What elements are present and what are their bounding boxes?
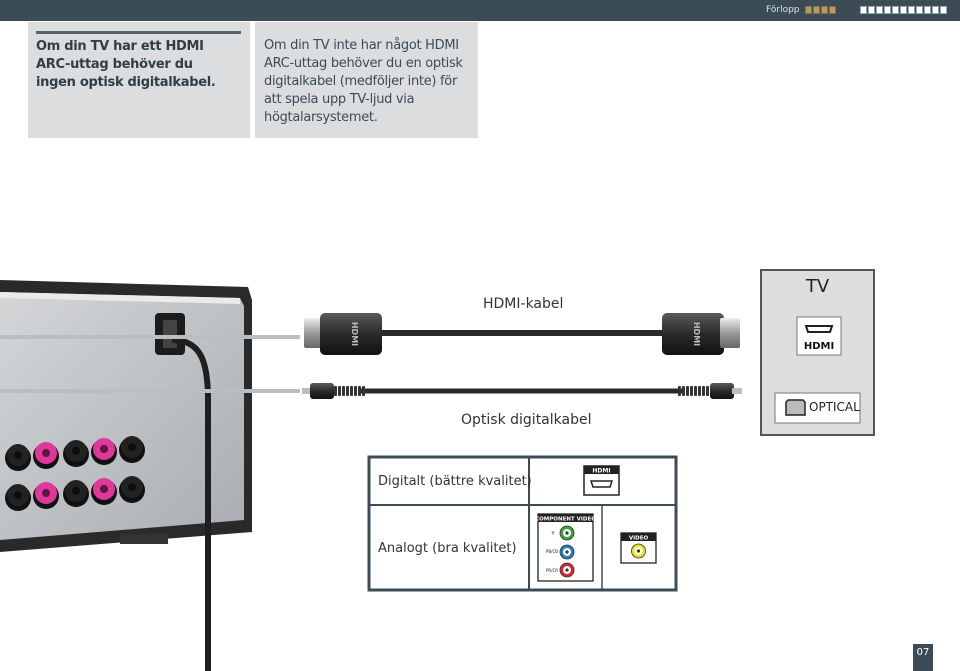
optical-plug-left (310, 383, 334, 399)
tv-optical-label: OPTICAL (809, 400, 860, 414)
hdmi-cable-label: HDMI-kabel (483, 296, 564, 312)
progress-step (860, 6, 867, 14)
progress-step (805, 6, 812, 14)
hdmi-plug-left (320, 313, 382, 355)
speaker-terminal (91, 478, 117, 505)
progress-step (908, 6, 915, 14)
note-box-arc: Om din TV har ett HDMI ARC-uttag behöver… (28, 22, 250, 138)
progress-step (813, 6, 820, 14)
note-text-arc: Om din TV har ett HDMI ARC-uttag behöver… (36, 39, 216, 90)
video-rca-jack (631, 543, 646, 559)
hdmi-plug-right-tip (720, 318, 740, 348)
tv-hdmi-port-icon (804, 325, 834, 333)
progress-step (876, 6, 883, 14)
tv-optical-port-icon (785, 399, 806, 416)
progress-step (892, 6, 899, 14)
optical-plug-right (710, 383, 734, 399)
progress-label: Förlopp (766, 5, 800, 15)
rca-jack (559, 525, 575, 541)
progress-step (821, 6, 828, 14)
receiver-optical-cable (171, 337, 211, 671)
progress-step (868, 6, 875, 14)
hdmi-plug-left-text: HDMI (350, 322, 359, 346)
speaker-terminal (91, 438, 117, 465)
receiver-back-panel (0, 280, 252, 552)
note-text-no-arc: Om din TV inte har något HDMI ARC-uttag … (264, 38, 463, 125)
progress-step (884, 6, 891, 14)
optical-cable (302, 383, 742, 399)
component-pr-label: PR/CR (546, 568, 558, 573)
progress-step (940, 6, 947, 14)
table-hdmi-icon-label: HDMI (592, 468, 610, 475)
progress-step (932, 6, 939, 14)
speaker-terminal (63, 440, 89, 467)
top-bar: Förlopp (0, 0, 960, 21)
analog-quality-label: Analogt (bra kvalitet) (378, 541, 517, 556)
note-box-no-arc: Om din TV inte har något HDMI ARC-uttag … (255, 22, 478, 138)
tv-hdmi-logo: HDMI (804, 341, 834, 352)
component-video-label: COMPONENT VIDEO (535, 517, 596, 523)
speaker-terminal (5, 484, 31, 511)
optical-cable-label: Optisk digitalkabel (461, 412, 592, 428)
progress-step (829, 6, 836, 14)
hdmi-plug-right (662, 313, 724, 355)
component-pb-label: PB/CB (546, 549, 558, 554)
page-number: 07 (913, 644, 933, 671)
composite-video-label: VIDEO (629, 536, 649, 542)
speaker-terminal (33, 442, 59, 469)
note-rule (36, 31, 241, 34)
hdmi-plug-right-text: HDMI (692, 322, 701, 346)
rca-jack (559, 562, 575, 578)
speaker-terminal (63, 480, 89, 507)
speaker-terminals (5, 436, 145, 511)
progress-step (924, 6, 931, 14)
hdmi-cable: HDMI HDMI (304, 313, 740, 355)
receiver-optical-port (155, 313, 185, 355)
speaker-terminal (5, 444, 31, 471)
connection-quality-table: HDMI COMPONENT VIDEO Y PB/CB PR/CR VIDEO (367, 455, 678, 592)
speaker-terminal (33, 482, 59, 509)
digital-quality-label: Digitalt (bättre kvalitet) (378, 474, 532, 489)
tv-panel: HDMI (760, 269, 875, 436)
progress-step (916, 6, 923, 14)
tv-title: TV (805, 276, 830, 297)
hdmi-plug-left-tip (304, 318, 324, 348)
rca-jack (559, 544, 575, 560)
speaker-terminal (119, 476, 145, 503)
component-y-label: Y (550, 531, 555, 537)
speaker-terminal (119, 436, 145, 463)
progress-step (900, 6, 907, 14)
